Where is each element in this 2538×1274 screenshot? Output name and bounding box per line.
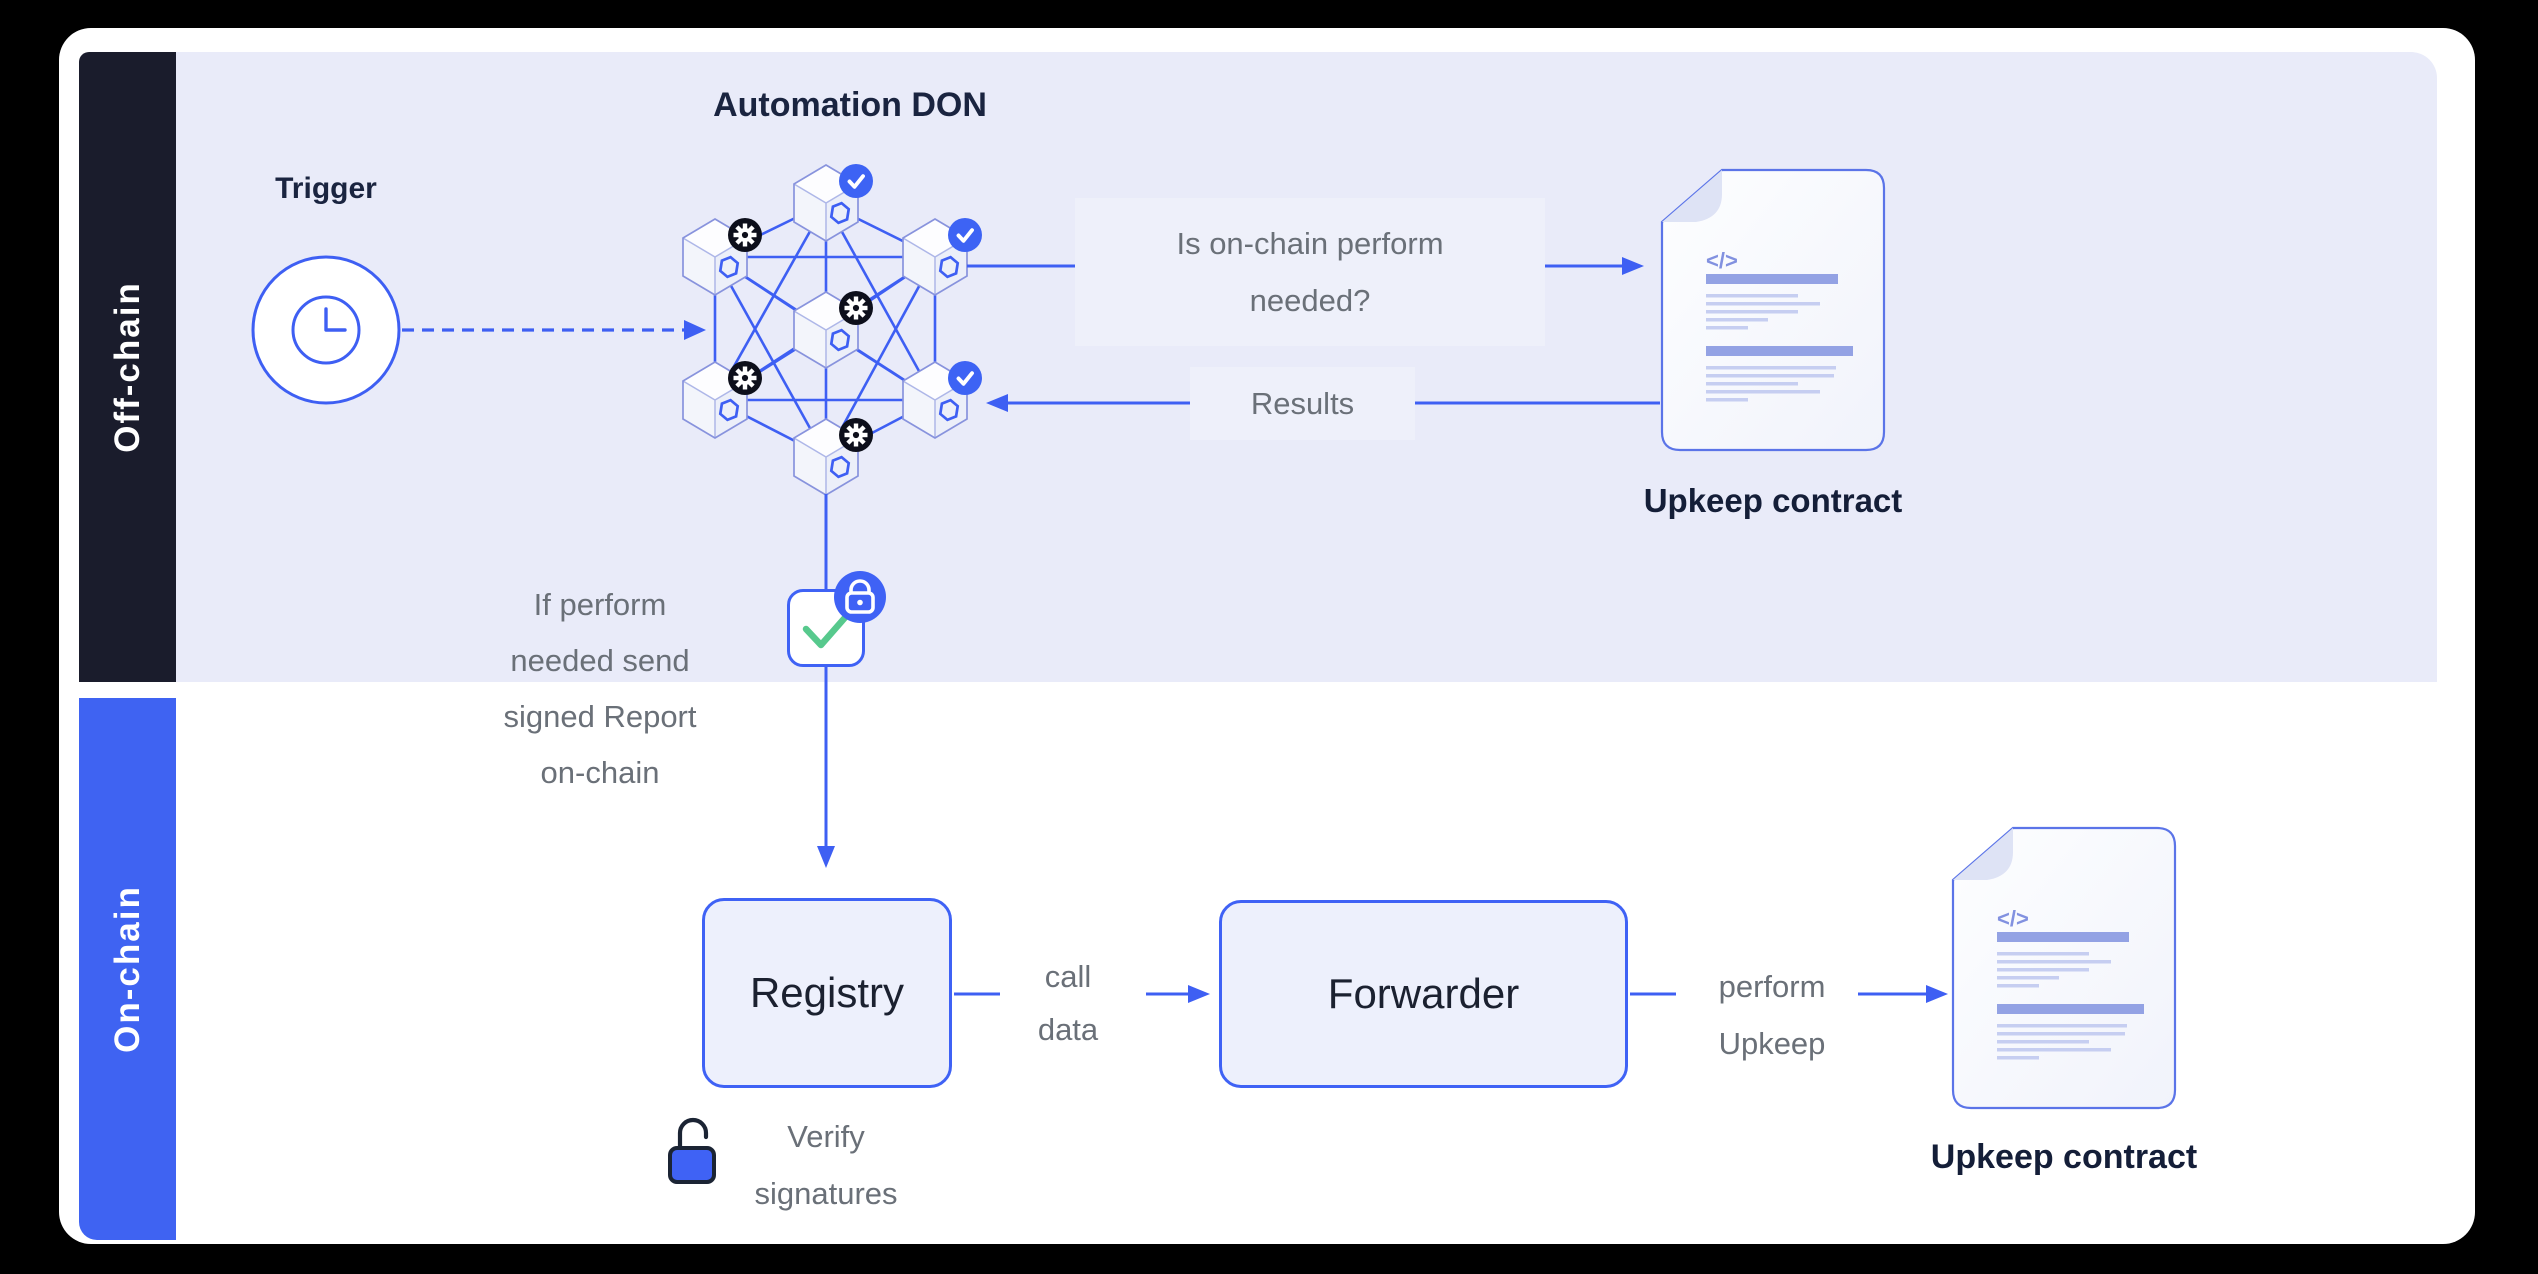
- forwarder-box: Forwarder: [1219, 900, 1628, 1088]
- verify-line-2: signatures: [754, 1176, 898, 1211]
- call-data-line-2: data: [1037, 1012, 1099, 1047]
- signed-report-box: [787, 589, 865, 667]
- offchain-label: Off-chain: [107, 281, 147, 453]
- onchain-section-bar: On-chain: [79, 698, 176, 1240]
- perform-upkeep-label: perform Upkeep: [1687, 958, 1857, 1072]
- trigger-label: Trigger: [275, 172, 377, 205]
- results-label-box: Results: [1190, 367, 1415, 440]
- registry-label: Registry: [749, 969, 905, 1016]
- registry-box: Registry: [702, 898, 952, 1088]
- upkeep-contract-title-bottom: Upkeep contract: [1930, 1138, 2198, 1176]
- forwarder-label: Forwarder: [1327, 970, 1520, 1017]
- verify-line-1: Verify: [787, 1119, 865, 1154]
- results-label: Results: [1250, 385, 1355, 421]
- don-title: Automation DON: [713, 86, 987, 124]
- report-note-line-4: on-chain: [540, 755, 660, 790]
- report-note-line-1: If perform: [533, 587, 667, 622]
- perform-upkeep-line-2: Upkeep: [1718, 1026, 1826, 1061]
- report-note-line-3: signed Report: [503, 699, 697, 734]
- onchain-label: On-chain: [107, 885, 147, 1053]
- report-note-line-2: needed send: [510, 643, 690, 678]
- question-line-2: needed?: [1249, 283, 1371, 318]
- upkeep-contract-title-top: Upkeep contract: [1643, 482, 1903, 519]
- question-label-box: Is on-chain perform needed?: [1075, 198, 1545, 346]
- report-note: If perform needed send signed Report on-…: [430, 577, 770, 801]
- call-data-line-1: call: [1044, 959, 1092, 994]
- perform-upkeep-line-1: perform: [1718, 969, 1826, 1004]
- call-data-label: call data: [1003, 950, 1133, 1056]
- question-line-1: Is on-chain perform: [1176, 226, 1444, 261]
- verify-signatures-label: Verify signatures: [726, 1108, 926, 1222]
- offchain-section-bar: Off-chain: [79, 52, 176, 682]
